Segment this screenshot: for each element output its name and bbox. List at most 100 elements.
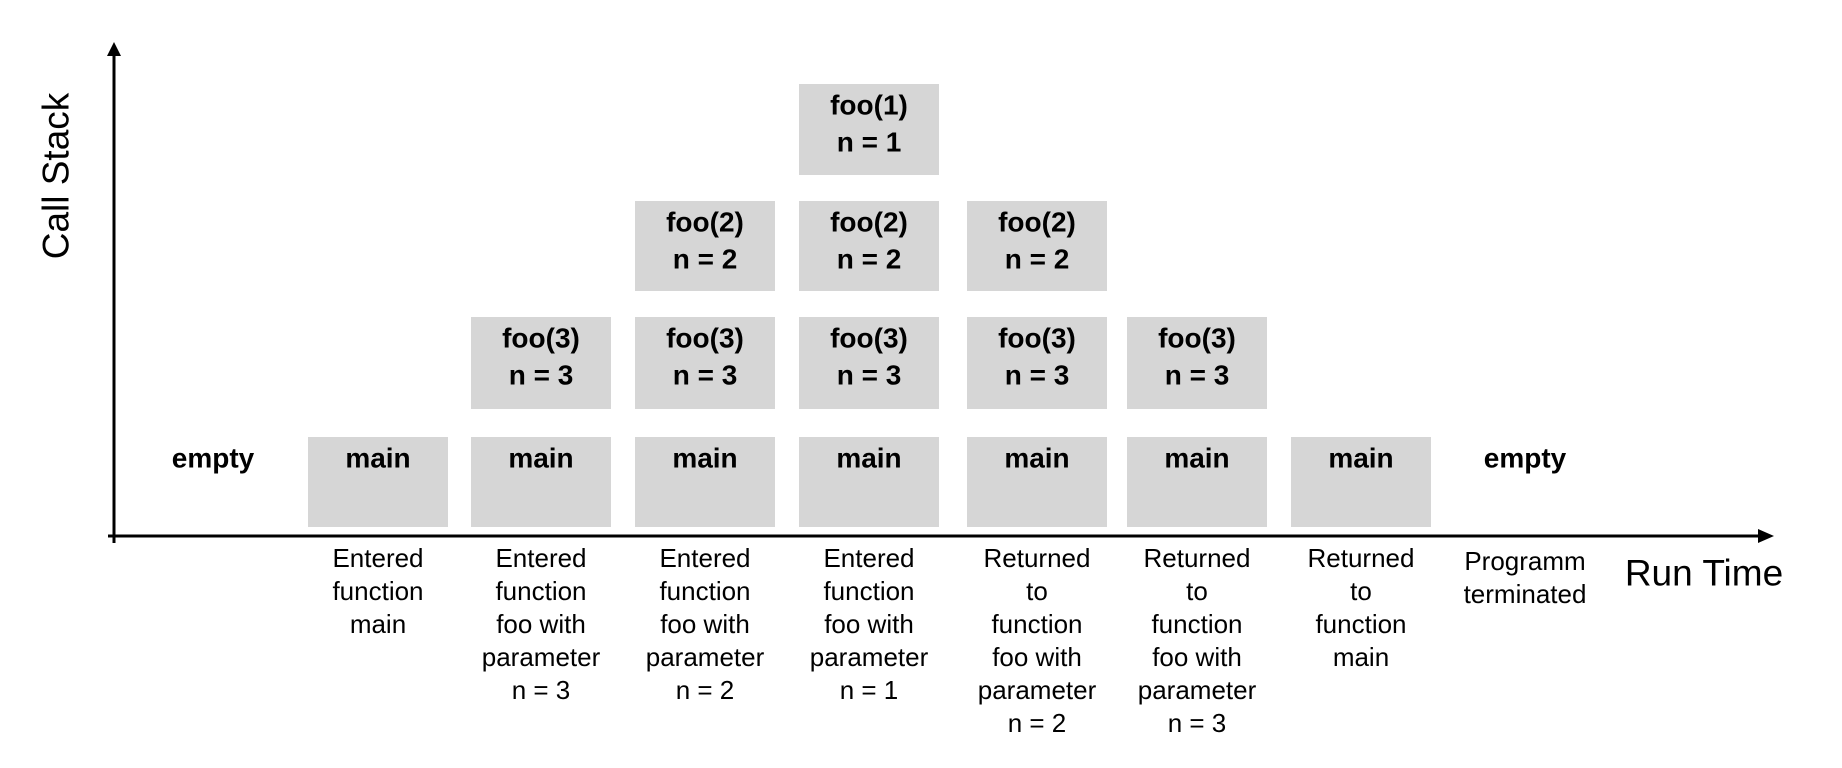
stack-frame-main: main bbox=[308, 437, 448, 527]
step-column: main foo(3)n = 3 foo(2) n = 2 Enteredfunctio… bbox=[635, 201, 775, 705]
step-caption-line: Returned bbox=[984, 543, 1091, 573]
stack-frame-parameter: n = 2 bbox=[673, 244, 738, 275]
stack-frame-name: foo(3) bbox=[830, 323, 908, 354]
step-column: main foo(3) n = 3 foo(2) n = 2 foo(1) n = 1 Ent… bbox=[799, 84, 939, 705]
step-caption-line: parameter bbox=[482, 642, 601, 672]
axes: Call Stack Run Time bbox=[36, 42, 1783, 594]
stack-frame-name: foo(3) bbox=[666, 323, 744, 354]
step-caption-line: parameter bbox=[646, 642, 765, 672]
stack-frame-foo: foo(1) n = 1 bbox=[799, 84, 939, 175]
stack-frame-foo: foo(3) n = 3 bbox=[967, 317, 1107, 409]
step-caption-line: Entered bbox=[495, 543, 586, 573]
stack-frame-box bbox=[799, 437, 939, 527]
step-caption-line: main bbox=[1333, 642, 1389, 672]
step-caption-line: function bbox=[823, 576, 914, 606]
stack-frame-box bbox=[1127, 317, 1267, 409]
stack-frame-parameter: n = 1 bbox=[837, 127, 902, 158]
step-caption-line: to bbox=[1026, 576, 1048, 606]
step-caption-line: terminated bbox=[1464, 579, 1587, 609]
stack-frame-box bbox=[635, 317, 775, 409]
step-caption-line: Entered bbox=[823, 543, 914, 573]
step-caption-line: function bbox=[659, 576, 750, 606]
y-axis-arrowhead bbox=[107, 42, 121, 56]
step-caption-line: foo with bbox=[496, 609, 586, 639]
stack-frame-box bbox=[967, 317, 1107, 409]
stack-frame-name: foo(2) bbox=[666, 207, 744, 238]
stack-frame-name: main bbox=[672, 443, 737, 474]
step-caption-line: Returned bbox=[1144, 543, 1251, 573]
stack-frame-box bbox=[471, 437, 611, 527]
stack-frame-name: foo(3) bbox=[502, 323, 580, 354]
stack-frame-name: main bbox=[836, 443, 901, 474]
step-caption-line: foo with bbox=[992, 642, 1082, 672]
stack-frame-main: main bbox=[967, 437, 1107, 527]
stack-frame-parameter: n = 3 bbox=[1165, 360, 1230, 391]
stack-frame-box bbox=[1127, 437, 1267, 527]
stack-frame-box bbox=[635, 201, 775, 291]
stack-frame-name: main bbox=[1328, 443, 1393, 474]
stack-frame-box bbox=[799, 201, 939, 291]
stack-frame-parameter: n = 2 bbox=[1005, 244, 1070, 275]
stack-frame-main: main bbox=[471, 437, 611, 527]
step-caption-line: main bbox=[350, 609, 406, 639]
stack-frame-name: foo(2) bbox=[830, 207, 908, 238]
stack-frame-parameter: n = 3 bbox=[1005, 360, 1070, 391]
stack-frame-parameter: n = 3 bbox=[509, 360, 574, 391]
stack-frame-box bbox=[967, 201, 1107, 291]
stack-frame-foo: foo(3)n = 3 bbox=[635, 317, 775, 409]
step-caption-line: to bbox=[1350, 576, 1372, 606]
stack-frame-box bbox=[308, 437, 448, 527]
step-caption-line: parameter bbox=[810, 642, 929, 672]
stack-frame-parameter: n = 2 bbox=[837, 244, 902, 275]
stack-frame-parameter: n = 3 bbox=[837, 360, 902, 391]
step-caption-line: foo with bbox=[1152, 642, 1242, 672]
step-caption-line: function bbox=[495, 576, 586, 606]
step-caption-line: parameter bbox=[978, 675, 1097, 705]
stack-frame-main: main bbox=[799, 437, 939, 527]
stack-frame-box bbox=[799, 84, 939, 175]
stack-frame-name: foo(3) bbox=[1158, 323, 1236, 354]
x-axis-label: Run Time bbox=[1625, 553, 1783, 594]
stack-frame-foo: foo(2)n = 2 bbox=[967, 201, 1107, 291]
stack-frame-foo: foo(3) n = 3 bbox=[471, 317, 611, 409]
stack-frame-box bbox=[635, 437, 775, 527]
stack-frame-foo: foo(3) n = 3 bbox=[1127, 317, 1267, 409]
stack-frame-box bbox=[471, 317, 611, 409]
step-caption-line: Programm bbox=[1464, 546, 1585, 576]
step-caption-line: n = 3 bbox=[1168, 708, 1227, 738]
stack-frame-foo: foo(2) n = 2 bbox=[635, 201, 775, 291]
stack-frame-name: foo(1) bbox=[830, 90, 908, 121]
x-axis-arrowhead bbox=[1758, 529, 1774, 543]
y-axis-label: Call Stack bbox=[36, 92, 77, 259]
step-caption-line: n = 1 bbox=[840, 675, 899, 705]
empty-stack-label: empty bbox=[172, 443, 255, 474]
step-caption-line: function bbox=[1151, 609, 1242, 639]
step-caption-line: to bbox=[1186, 576, 1208, 606]
stack-frame-main: main bbox=[1127, 437, 1267, 527]
step-caption-line: foo with bbox=[824, 609, 914, 639]
step-caption-line: n = 2 bbox=[1008, 708, 1067, 738]
stack-frame-name: foo(3) bbox=[998, 323, 1076, 354]
stack-frame-main: main bbox=[635, 437, 775, 527]
stack-frame-foo: foo(3) n = 3 bbox=[799, 317, 939, 409]
step-caption-line: n = 3 bbox=[512, 675, 571, 705]
step-caption-line: Entered bbox=[332, 543, 423, 573]
step-caption-line: function bbox=[332, 576, 423, 606]
step-caption-line: Entered bbox=[659, 543, 750, 573]
step-caption-line: parameter bbox=[1138, 675, 1257, 705]
stack-frame-box bbox=[1291, 437, 1431, 527]
step-caption-line: foo with bbox=[660, 609, 750, 639]
stack-frame-name: main bbox=[1004, 443, 1069, 474]
stack-frame-name: main bbox=[508, 443, 573, 474]
stack-frame-foo: foo(2) n = 2 bbox=[799, 201, 939, 291]
empty-stack-label: empty bbox=[1484, 443, 1567, 474]
stack-frame-name: main bbox=[1164, 443, 1229, 474]
step-caption-line: Returned bbox=[1308, 543, 1415, 573]
